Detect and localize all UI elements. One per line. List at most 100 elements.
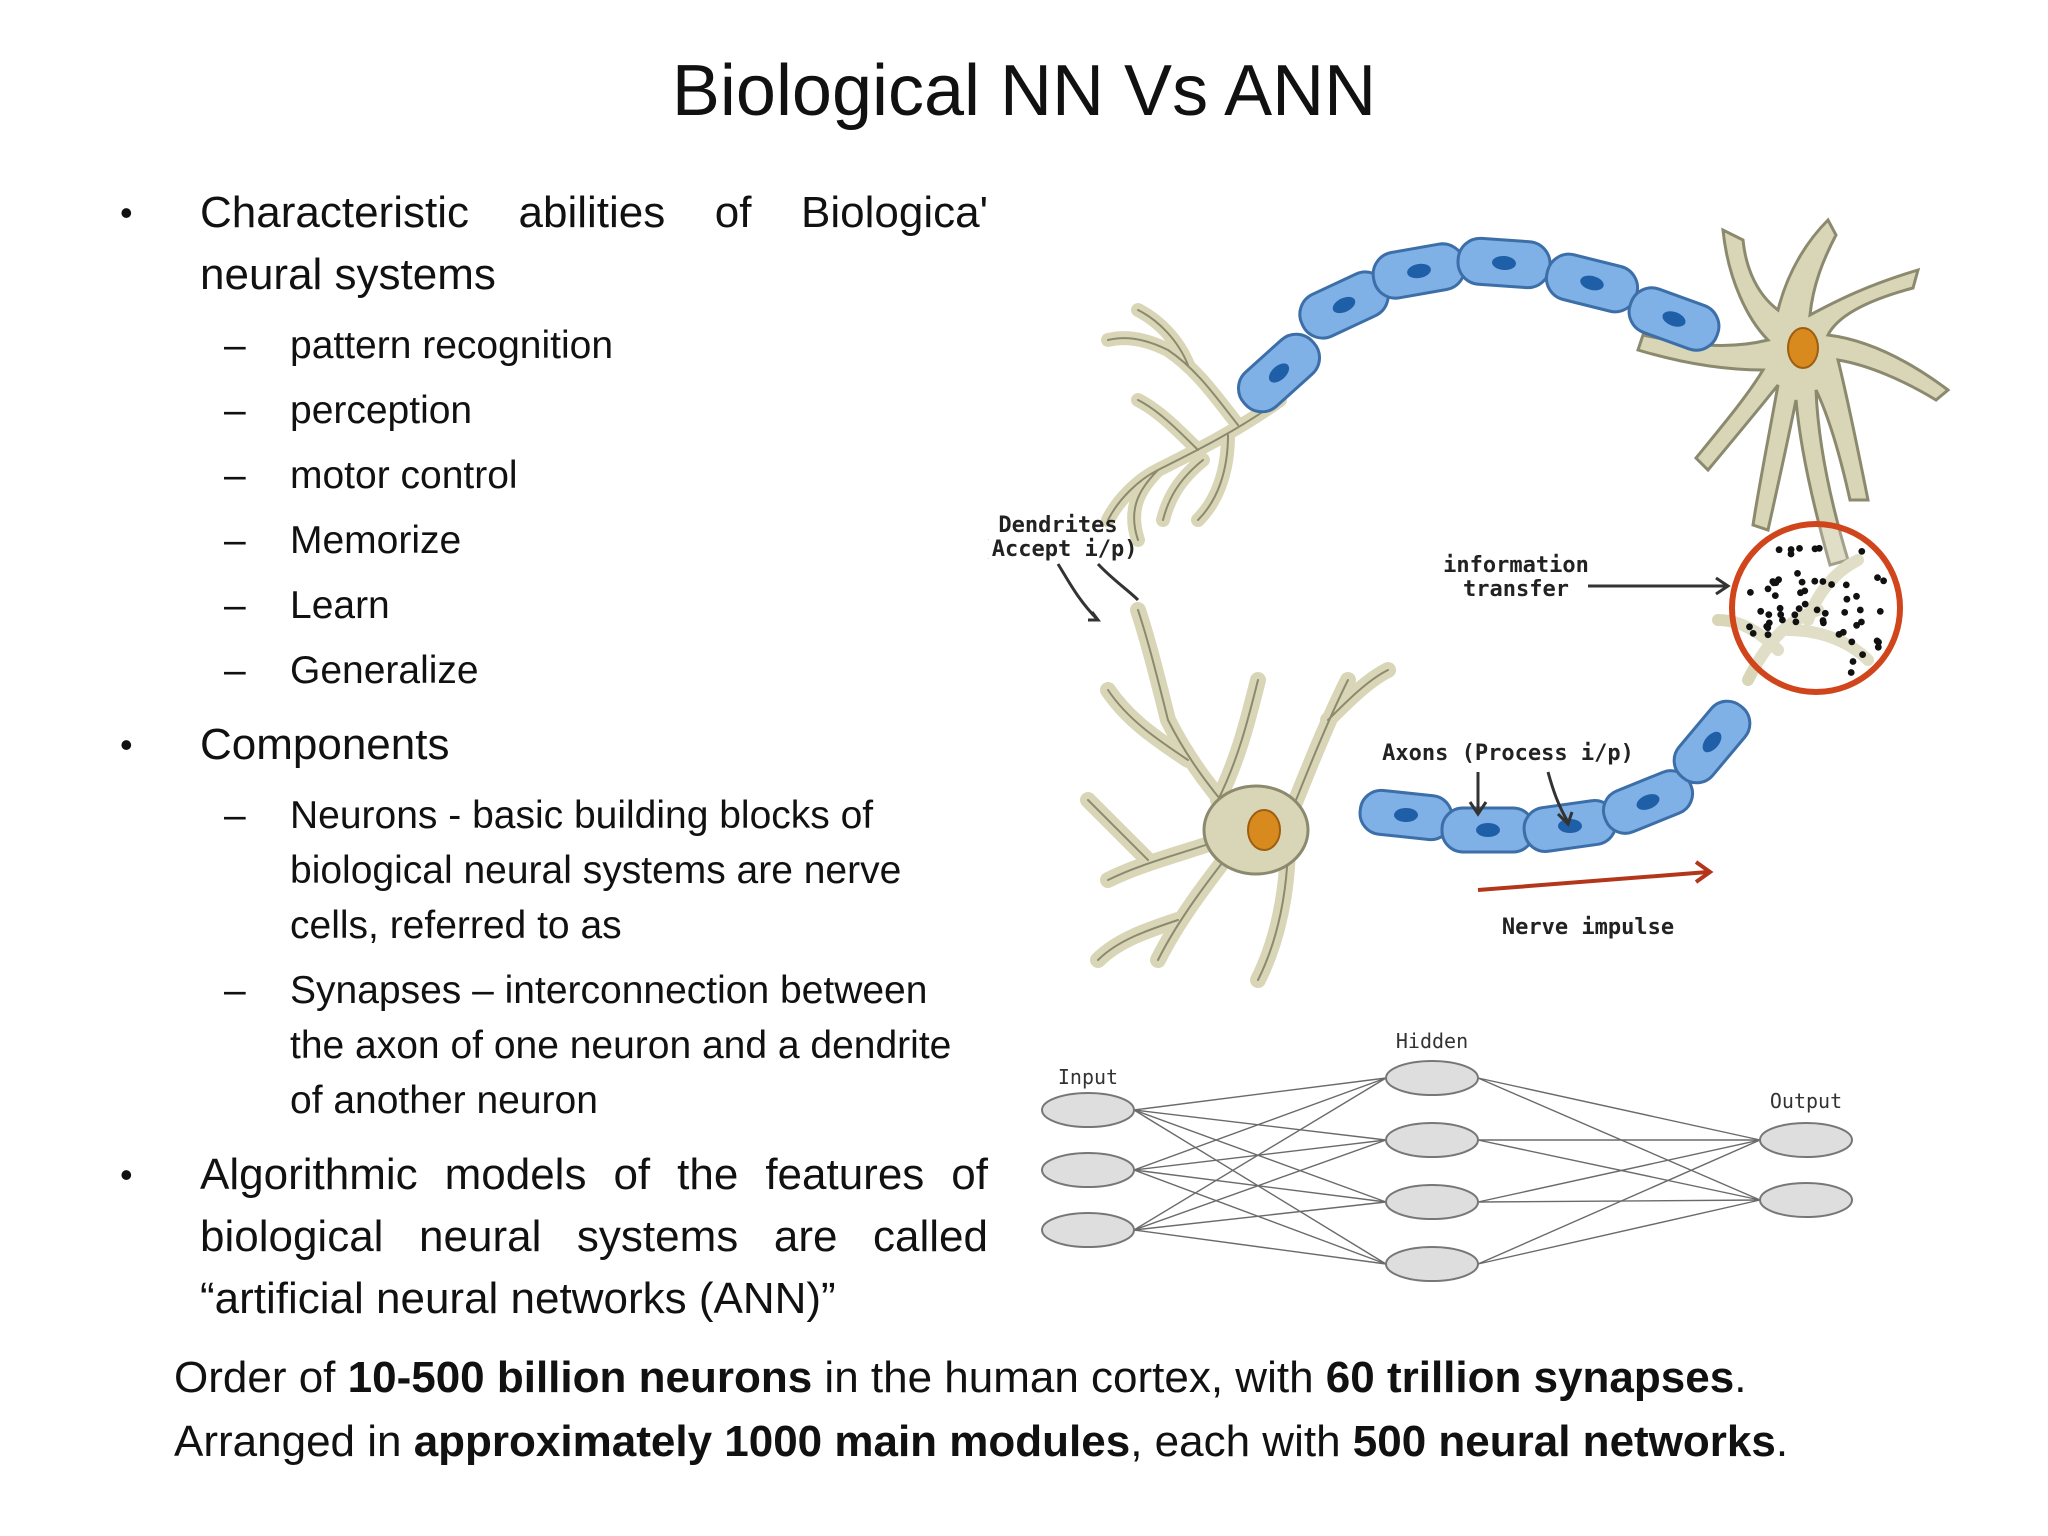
info-sublabel: transfer (1463, 577, 1569, 602)
hidden-node (1385, 1246, 1479, 1282)
sub-item-text: Generalize (290, 649, 479, 692)
network-edge (1133, 1201, 1387, 1231)
network-edge (1133, 1109, 1387, 1265)
neurotransmitter-dot (1847, 669, 1855, 676)
input-node (1041, 1092, 1135, 1128)
neurotransmitter-dot (1775, 576, 1782, 584)
bullet-algorithmic: • Algorithmic models of the features of … (120, 1144, 988, 1330)
synapse-terminal (1712, 521, 1903, 695)
neurotransmitter-dot (1842, 581, 1850, 589)
neurotransmitter-dot (1779, 616, 1786, 624)
bullet-list: • Characteristic abilities of Biologica'… (120, 182, 988, 1342)
network-edge (1133, 1109, 1387, 1141)
bullet-components: • Components (120, 714, 988, 776)
sub-item-text: pattern recognition (290, 324, 614, 367)
network-edge (1477, 1077, 1761, 1201)
neurotransmitter-dot (1777, 611, 1785, 618)
neuron-bottom-left (1080, 602, 1396, 988)
network-edge (1133, 1229, 1387, 1265)
dash-mark: – (224, 519, 246, 562)
neurotransmitter-dot (1819, 578, 1827, 585)
axon-arrow-2 (1546, 771, 1570, 823)
neurotransmitter-dot (1764, 585, 1772, 593)
network-edge (1133, 1077, 1387, 1231)
myelin-nucleus (1702, 731, 1722, 753)
dash-mark: – (224, 324, 246, 367)
neurotransmitter-dot (1835, 631, 1843, 638)
network-edge (1477, 1139, 1761, 1265)
network-edge (1477, 1199, 1761, 1265)
neurotransmitter-dot (1787, 546, 1795, 553)
info-label: information (1443, 553, 1589, 578)
myelin-nucleus (1662, 311, 1686, 327)
dash-mark: – (224, 389, 246, 432)
input-label: Input (1058, 1065, 1118, 1089)
dash-mark: – (224, 649, 246, 692)
bullet-abilities: • Characteristic abilities of Biologica'… (120, 182, 988, 306)
hidden-label: Hidden (1396, 1029, 1468, 1053)
input-node (1041, 1212, 1135, 1248)
footer-text-span: Arranged in (174, 1417, 414, 1466)
dash-mark: – (224, 454, 246, 497)
sub-item-text: motor control (290, 454, 518, 497)
network-edge (1133, 1077, 1387, 1111)
footer-text-span: Order of (174, 1353, 348, 1402)
neurotransmitter-dot (1749, 630, 1757, 637)
neurotransmitter-dot (1795, 605, 1803, 612)
sub-item: – pattern recognition (120, 318, 988, 373)
neurotransmitter-dot (1794, 570, 1801, 577)
dash-mark: – (224, 969, 246, 1012)
myelin-nucleus (1268, 363, 1290, 383)
hidden-node (1385, 1060, 1479, 1096)
neurotransmitter-dot (1811, 545, 1819, 553)
neurotransmitter-dot (1776, 604, 1784, 612)
hidden-node (1385, 1184, 1479, 1220)
neurotransmitter-dot (1813, 606, 1821, 614)
footer-bold-span: 10-500 billion neurons (347, 1353, 813, 1402)
neurotransmitter-dot (1880, 577, 1887, 585)
axons-label: Axons (Process i/p) (1382, 741, 1634, 766)
footer-bold-span: 60 trillion synapses (1325, 1353, 1735, 1402)
network-diagram: Input Hidden Output (1041, 1029, 1853, 1282)
bullet-dot: • (120, 192, 133, 233)
myelin-nucleus (1558, 819, 1582, 833)
impulse-arrowhead (1694, 860, 1714, 884)
dendrites-label: Dendrites (998, 513, 1117, 538)
bullet-abilities-line1: Characteristic abilities of Biologica' (200, 188, 988, 237)
neurotransmitter-dot (1775, 546, 1783, 554)
sub-item: –Neurons - basic building blocks of biol… (120, 788, 988, 953)
axon-arrowhead-1 (1468, 801, 1488, 817)
neurotransmitter-dot (1811, 577, 1819, 585)
myelin-nucleus (1407, 263, 1431, 279)
neurotransmitter-dot (1771, 592, 1779, 599)
sub-item-text: Synapses – interconnection between the a… (290, 969, 952, 1122)
hidden-node (1385, 1122, 1479, 1158)
network-edge (1133, 1169, 1387, 1203)
neurotransmitter-dot (1798, 578, 1806, 586)
neuron-diagram-labels: Dendrites (Accept i/p) information trans… (988, 513, 1674, 940)
neuron-body-top-right (1636, 217, 1951, 567)
neurotransmitter-dot (1849, 658, 1857, 665)
bullet-abilities-line2: neural systems (200, 250, 496, 299)
sub-item-text: perception (290, 389, 473, 432)
neuron-and-network-figure: Dendrites (Accept i/p) information trans… (988, 217, 1951, 1282)
neurotransmitter-dot (1858, 618, 1865, 626)
neurotransmitter-dot (1858, 548, 1866, 555)
neurotransmitter-dot (1792, 618, 1800, 626)
synapse-dots (1746, 544, 1887, 676)
axon-bottom (1358, 699, 1752, 854)
neurotransmitter-dot (1848, 638, 1856, 646)
dash-mark: – (224, 584, 246, 627)
sub-item: – Synapses – interconnection between the … (120, 963, 988, 1128)
myelin-nucleus (1332, 296, 1356, 314)
impulse-arrow (1477, 870, 1709, 892)
info-arrowhead (1715, 576, 1731, 596)
network-edge (1133, 1077, 1387, 1171)
neurotransmitter-dot (1876, 608, 1884, 615)
neurotransmitter-dot (1843, 595, 1851, 603)
sub-item: –Learn (120, 578, 988, 633)
neurotransmitter-dot (1797, 589, 1804, 597)
neurotransmitter-dot (1801, 600, 1809, 608)
sub-item: –Memorize (120, 513, 988, 568)
neurotransmitter-dot (1874, 574, 1881, 581)
